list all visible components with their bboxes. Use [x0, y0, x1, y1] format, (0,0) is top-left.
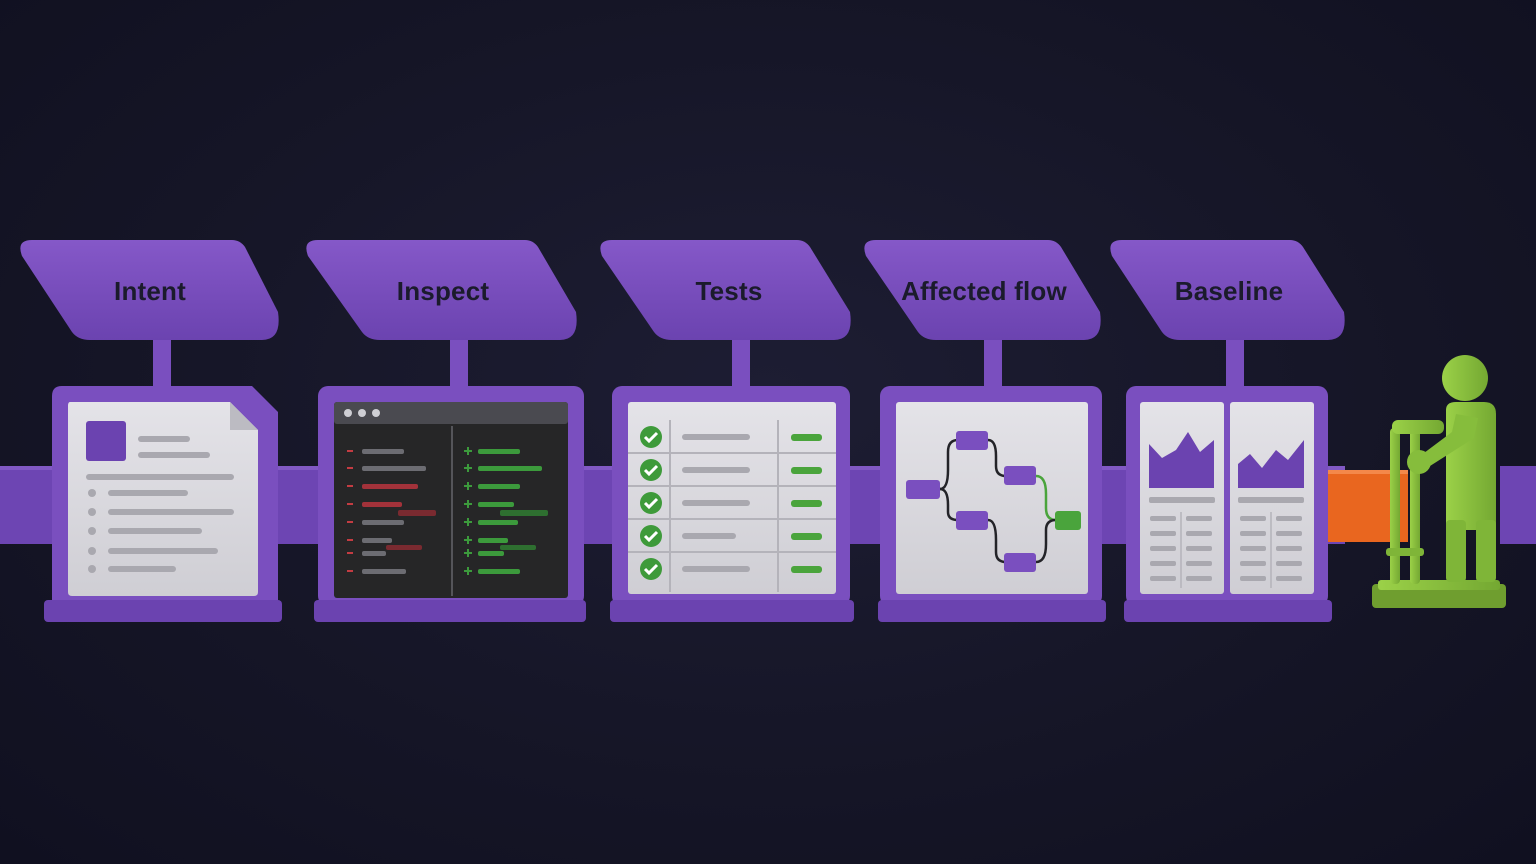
flow-graph-icon	[878, 386, 1106, 622]
code-diff-icon	[314, 386, 586, 622]
tag-inspect	[306, 240, 577, 340]
tag-tests	[600, 240, 851, 340]
passing-tests-checklist-icon	[610, 386, 854, 622]
tag-baseline	[1110, 240, 1345, 340]
step-label-inspect: Inspect	[396, 275, 490, 306]
added-lines	[464, 447, 548, 575]
step-label-tests: Tests	[695, 275, 763, 306]
person-pushing-barrier-icon	[1372, 355, 1506, 608]
step-label-intent: Intent	[114, 275, 186, 306]
requirements-document-icon	[44, 386, 282, 622]
step-label-baseline: Baseline	[1174, 275, 1284, 306]
step-tags	[20, 240, 1345, 340]
step-label-affected-flow: Affected flow	[901, 275, 1067, 306]
baseline-comparison-icon	[1124, 386, 1332, 622]
connector-stems	[153, 338, 1244, 390]
tag-affected-flow	[864, 240, 1101, 340]
tag-intent	[20, 240, 279, 340]
removed-lines	[347, 449, 436, 574]
check-rows	[640, 426, 822, 580]
